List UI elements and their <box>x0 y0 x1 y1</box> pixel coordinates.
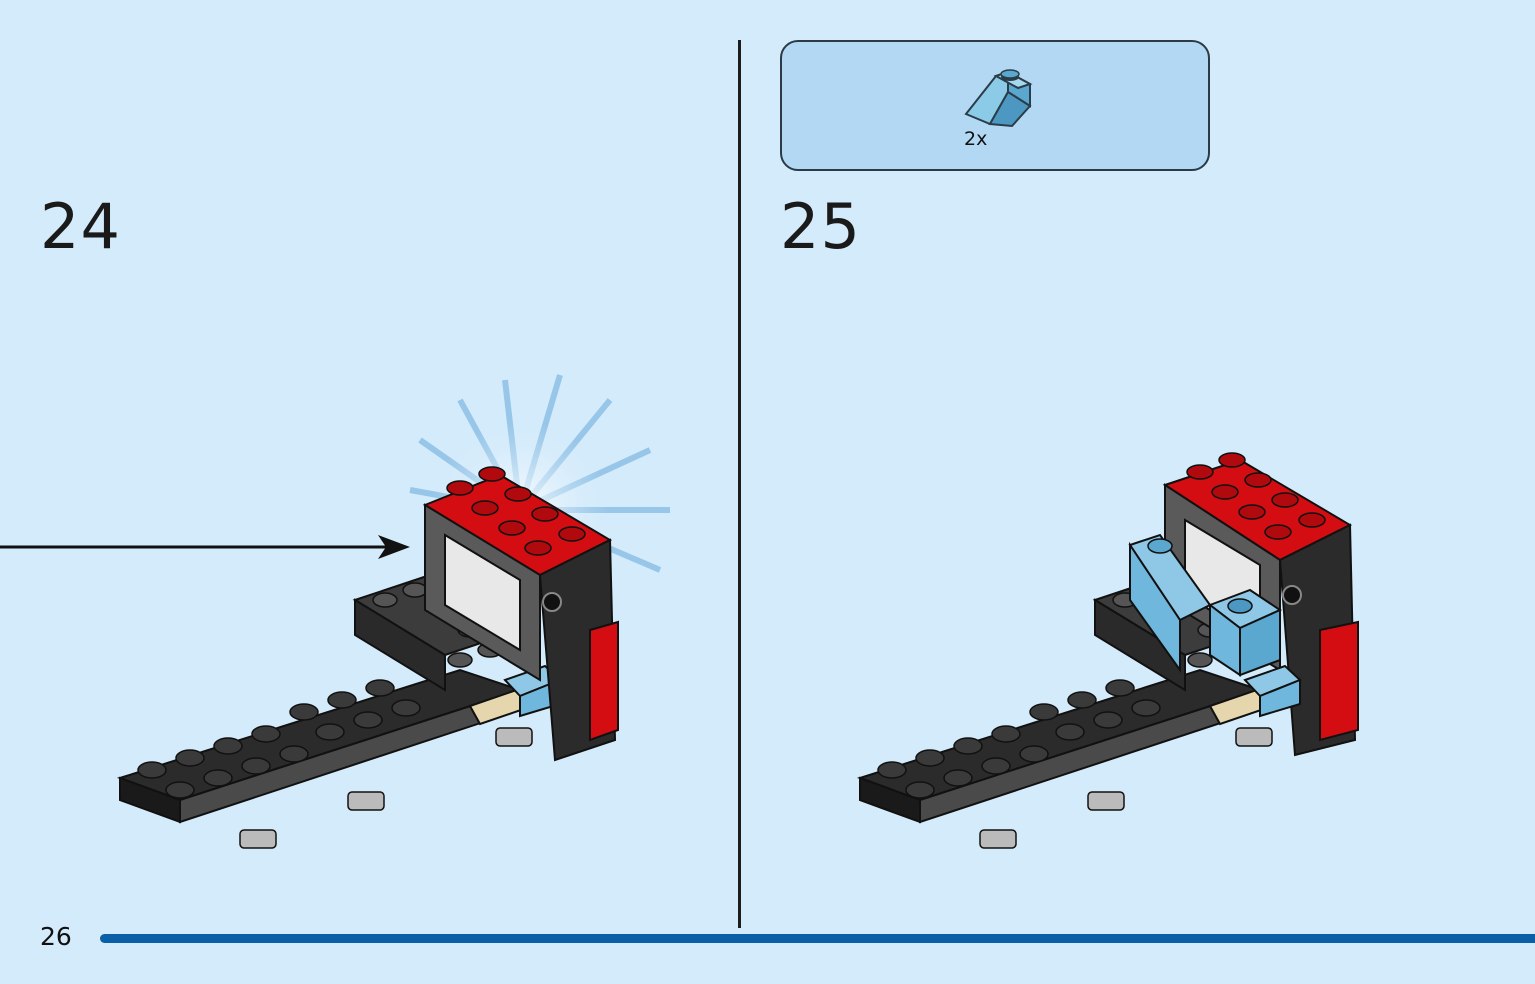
step-24-model-illustration <box>0 374 670 849</box>
light-blue-slope-brick-icon <box>964 69 1033 128</box>
step-divider <box>738 40 741 928</box>
step-24-number: 24 <box>40 190 121 263</box>
step-25-number: 25 <box>780 190 861 263</box>
part-quantity: 2x <box>964 128 988 150</box>
progress-bar <box>100 934 1535 943</box>
step-25-model-illustration <box>856 452 1359 849</box>
parts-callout: 2x <box>780 40 1210 171</box>
page-number: 26 <box>40 922 72 951</box>
